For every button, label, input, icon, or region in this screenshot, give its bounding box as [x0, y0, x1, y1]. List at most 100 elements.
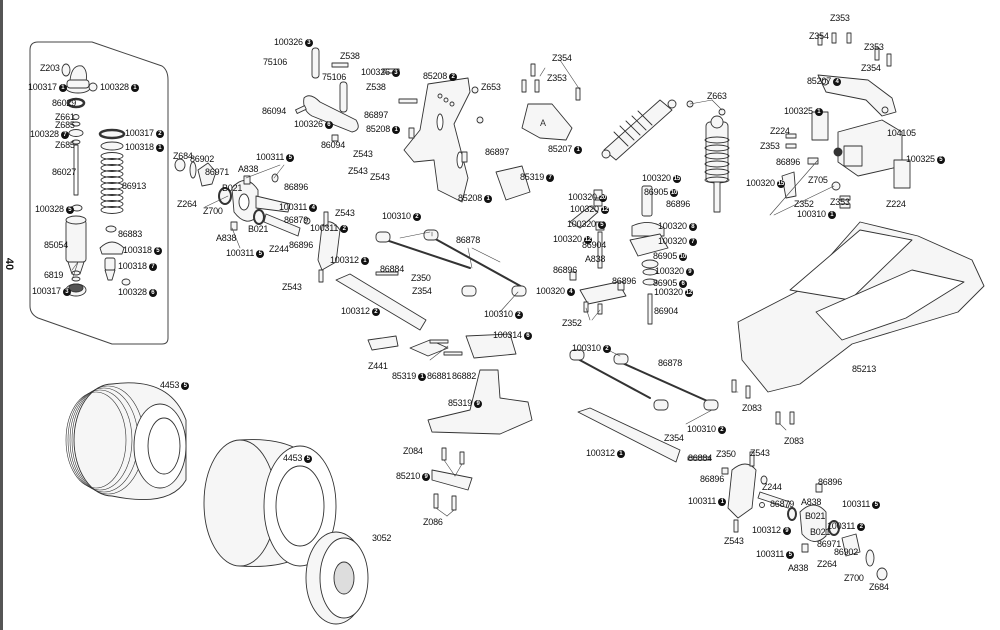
- part-number: Z353: [864, 42, 884, 52]
- quantity-badge: 8: [688, 222, 697, 231]
- part-label: Z354: [552, 53, 572, 63]
- part-number: 100320: [642, 173, 671, 183]
- part-label: 86896: [289, 240, 313, 250]
- part-number: 86896: [776, 157, 801, 167]
- part-number: Z684: [869, 582, 889, 592]
- part-label: 86896: [553, 265, 577, 275]
- part-number: 85054: [44, 240, 69, 250]
- part-number: 100317: [125, 128, 154, 138]
- part-number: 85208: [458, 193, 483, 203]
- part-label: 86879: [770, 499, 794, 509]
- part-number: 100320: [553, 234, 582, 244]
- part-label: 86094: [321, 140, 345, 150]
- part-number: 100310: [484, 309, 513, 319]
- part-number: B021: [805, 511, 826, 521]
- part-number: 100318: [123, 245, 152, 255]
- part-label: Z543: [282, 282, 302, 292]
- part-number: Z224: [886, 199, 906, 209]
- part-number: Z543: [724, 536, 744, 546]
- part-label: 86896: [666, 199, 690, 209]
- part-number: 85210: [396, 471, 421, 481]
- shock-absorbers: [601, 99, 730, 213]
- quantity-badge: 2: [340, 224, 349, 233]
- part-number: 86094: [262, 106, 287, 116]
- part-number: 100310: [687, 424, 716, 434]
- part-label: 86904: [582, 240, 606, 250]
- quantity-badge: 9: [685, 267, 694, 276]
- part-number: Z354: [809, 31, 829, 41]
- quantity-badge: 2: [371, 307, 380, 316]
- part-number: Z203: [40, 63, 60, 73]
- part-number: 85208: [423, 71, 448, 81]
- quantity-badge: 5: [181, 381, 190, 390]
- part-label: 86896: [776, 157, 800, 167]
- part-number: 85319: [520, 172, 545, 182]
- part-number: Z543: [370, 172, 390, 182]
- part-number: 86905: [653, 278, 678, 288]
- part-label: Z264: [177, 199, 197, 209]
- quantity-badge: 10: [679, 252, 688, 261]
- part-label: Z353: [760, 141, 780, 151]
- part-number: Z543: [353, 149, 373, 159]
- part-number: 4453: [160, 380, 180, 390]
- quantity-badge: 9: [782, 526, 791, 535]
- quantity-badge: 1: [484, 194, 493, 203]
- part-number: Z653: [481, 82, 501, 92]
- quantity-badge: 4: [309, 203, 318, 212]
- part-label: Z352: [562, 318, 582, 328]
- part-number: 100320: [570, 204, 599, 214]
- part-label: 86971: [817, 539, 841, 549]
- part-label: Z441: [368, 361, 388, 371]
- quantity-badge: 2: [449, 72, 458, 81]
- part-label: 86897: [485, 147, 509, 157]
- part-number: Z543: [282, 282, 302, 292]
- part-number: Z543: [348, 166, 368, 176]
- part-number: A838: [801, 497, 822, 507]
- part-label: 86027: [52, 167, 76, 177]
- part-number: Z350: [411, 273, 431, 283]
- part-label: Z543: [370, 172, 390, 182]
- part-number: Z353: [760, 141, 780, 151]
- part-number: 100312: [586, 448, 615, 458]
- part-label: A838: [216, 233, 236, 243]
- part-label: 86904: [654, 306, 678, 316]
- part-number: 86882: [452, 371, 477, 381]
- part-label: Z543: [353, 149, 373, 159]
- part-number: 100325: [784, 106, 813, 116]
- part-label: 86913: [122, 181, 146, 191]
- page-edge-bar: [0, 0, 3, 630]
- part-label: A838: [788, 563, 808, 573]
- part-number: 100311: [827, 521, 856, 531]
- part-number: 86896: [666, 199, 691, 209]
- part-number: 104105: [887, 128, 916, 138]
- quantity-badge: 9: [422, 472, 431, 481]
- quantity-badge: 2: [717, 425, 726, 434]
- quantity-badge: 1: [616, 449, 625, 458]
- leader-lines: [71, 59, 835, 517]
- part-label: Z086: [423, 517, 443, 527]
- part-number: Z086: [423, 517, 443, 527]
- part-number: Z354: [412, 286, 432, 296]
- rear-turnbuckles: [569, 349, 719, 463]
- quantity-badge: 7: [60, 130, 69, 139]
- part-label: 86902: [190, 154, 214, 164]
- quantity-badge: 2: [857, 522, 866, 531]
- part-number: 100314: [493, 330, 522, 340]
- part-label: Z352: [794, 199, 814, 209]
- part-number: 86881: [427, 371, 452, 381]
- part-number: 86905: [653, 251, 678, 261]
- part-label: Z244: [762, 482, 782, 492]
- part-label: Z653: [481, 82, 501, 92]
